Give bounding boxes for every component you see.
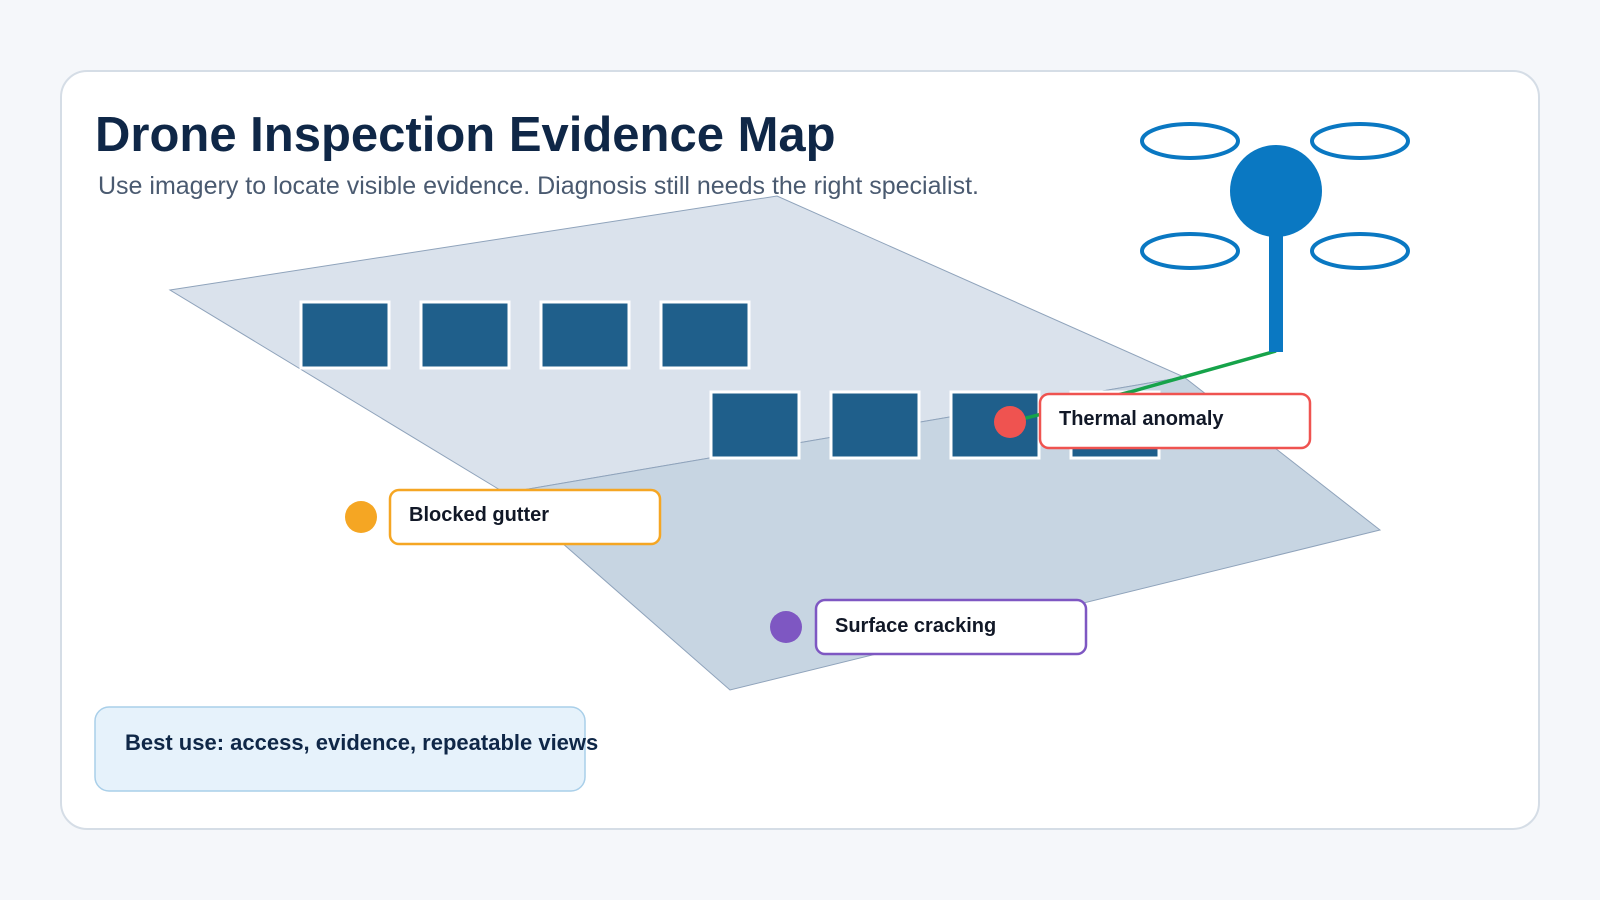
solar-panel xyxy=(299,300,391,370)
note-text: Best use: access, evidence, repeatable v… xyxy=(125,730,598,755)
callout-box-gutter xyxy=(388,488,662,546)
page-subtitle: Use imagery to locate visible evidence. … xyxy=(98,172,979,200)
gutter-marker-icon xyxy=(345,501,377,533)
solar-panel xyxy=(539,300,631,370)
callout-surface-cracking: Surface cracking xyxy=(770,598,1088,656)
thermal-marker-icon xyxy=(994,406,1026,438)
callout-label-gutter: Blocked gutter xyxy=(409,504,549,526)
page-title: Drone Inspection Evidence Map xyxy=(95,108,836,162)
callout-label-cracking: Surface cracking xyxy=(835,615,996,637)
drone-mast-icon xyxy=(1269,230,1283,352)
solar-panel xyxy=(829,390,921,460)
cracking-marker-icon xyxy=(770,611,802,643)
drone-body-icon xyxy=(1230,145,1322,237)
drone-icon xyxy=(1140,122,1410,352)
callout-label-thermal: Thermal anomaly xyxy=(1059,408,1224,430)
callout-blocked-gutter: Blocked gutter xyxy=(345,488,662,546)
rotor-icon xyxy=(1140,232,1240,270)
rotor-icon xyxy=(1310,122,1410,160)
rotor-icon xyxy=(1310,232,1410,270)
callout-box-thermal xyxy=(1038,392,1312,450)
best-use-note: Best use: access, evidence, repeatable v… xyxy=(94,706,598,792)
note-box xyxy=(94,706,586,792)
callout-thermal-anomaly: Thermal anomaly xyxy=(994,392,1312,450)
solar-panel xyxy=(709,390,801,460)
callout-box-cracking xyxy=(814,598,1088,656)
solar-panel xyxy=(419,300,511,370)
rotor-icon xyxy=(1140,122,1240,160)
solar-panel xyxy=(659,300,751,370)
